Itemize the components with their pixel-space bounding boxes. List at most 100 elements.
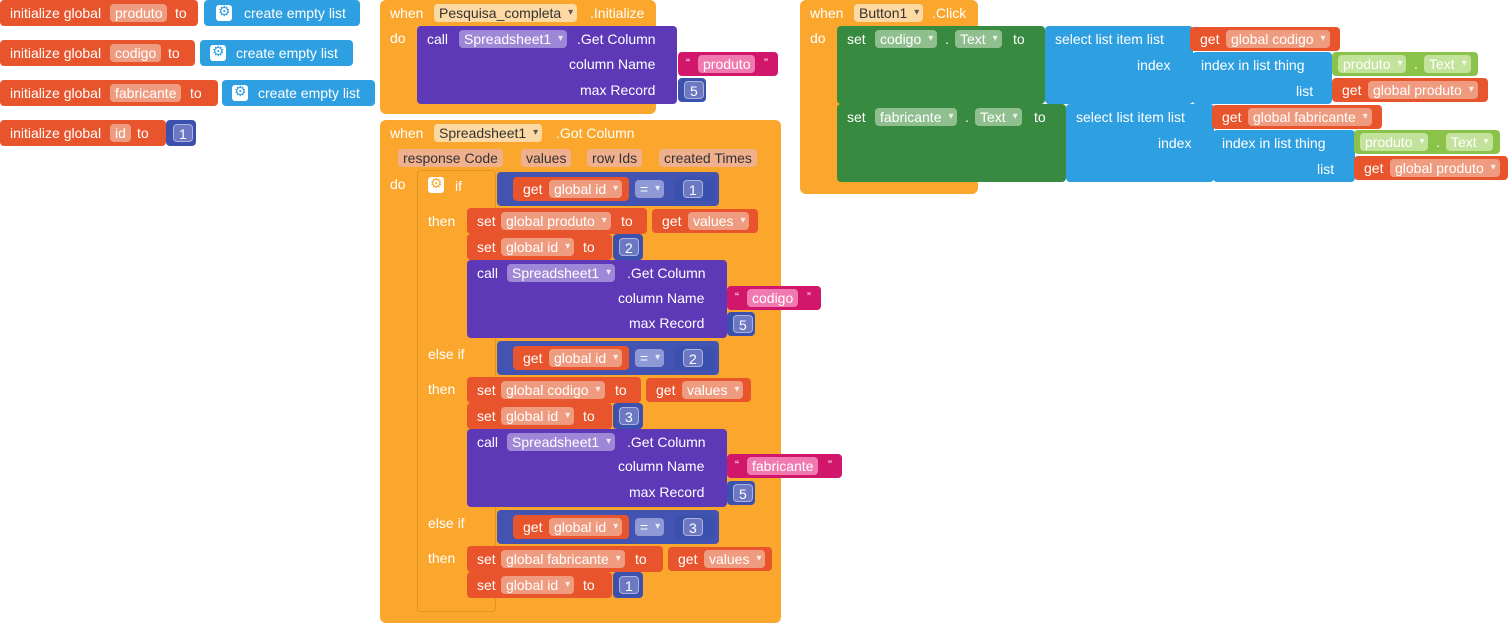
init-global-codigo[interactable]: initialize global codigo to bbox=[0, 40, 195, 66]
number-block[interactable]: 1 bbox=[675, 177, 715, 201]
create-empty-list-3[interactable]: create empty list bbox=[222, 80, 375, 106]
index-in-list-block[interactable]: index in list thing list bbox=[1213, 130, 1355, 182]
text-field[interactable]: fabricante bbox=[747, 457, 819, 475]
compare-block[interactable]: get global id = 1 bbox=[497, 172, 719, 206]
set-global-block[interactable]: set global codigo to bbox=[467, 377, 641, 403]
text-field[interactable]: codigo bbox=[747, 289, 799, 307]
gear-icon[interactable] bbox=[232, 83, 248, 101]
text-block[interactable]: “ codigo ” bbox=[727, 286, 821, 310]
set-global-block[interactable]: set global fabricante to bbox=[467, 546, 663, 572]
call-get-column-1[interactable]: call Spreadsheet1 .Get Column column Nam… bbox=[417, 26, 677, 104]
gear-icon[interactable] bbox=[216, 3, 232, 21]
variable-dropdown[interactable]: values bbox=[704, 550, 766, 568]
param-values[interactable]: values bbox=[521, 149, 572, 167]
get-block[interactable]: get global produto bbox=[1354, 156, 1508, 180]
property-dropdown[interactable]: Text bbox=[975, 108, 1022, 126]
operator-dropdown[interactable]: = bbox=[635, 518, 665, 536]
variable-dropdown[interactable]: global fabricante bbox=[1248, 108, 1372, 126]
operator-dropdown[interactable]: = bbox=[635, 180, 665, 198]
callee-dropdown[interactable]: Spreadsheet1 bbox=[507, 433, 616, 451]
param-row-ids[interactable]: row Ids bbox=[587, 149, 643, 167]
compare-block[interactable]: get global id = 2 bbox=[497, 341, 719, 375]
global-name-field[interactable]: fabricante bbox=[110, 84, 182, 102]
get-block[interactable]: get global id bbox=[513, 177, 629, 201]
text-block[interactable]: “ produto ” bbox=[678, 52, 778, 76]
number-block[interactable]: 2 bbox=[675, 346, 715, 370]
number-field[interactable]: 2 bbox=[619, 238, 639, 256]
variable-dropdown[interactable]: values bbox=[682, 381, 744, 399]
set-component-property[interactable]: set codigo . Text to bbox=[837, 26, 1045, 104]
global-name-field[interactable]: id bbox=[110, 124, 131, 142]
get-block[interactable]: get values bbox=[646, 378, 751, 402]
variable-dropdown[interactable]: global id bbox=[501, 238, 575, 256]
param-response-code[interactable]: response Code bbox=[398, 149, 503, 167]
create-empty-list-2[interactable]: create empty list bbox=[200, 40, 353, 66]
component-getter-block[interactable]: produto . Text bbox=[1332, 52, 1478, 76]
component-dropdown[interactable]: produto bbox=[1338, 55, 1407, 73]
number-block[interactable]: 2 bbox=[613, 234, 643, 260]
property-dropdown[interactable]: Text bbox=[1424, 55, 1471, 73]
number-block[interactable]: 3 bbox=[613, 403, 643, 429]
text-field[interactable]: produto bbox=[698, 55, 756, 73]
component-dropdown[interactable]: Button1 bbox=[854, 4, 924, 22]
set-global-block[interactable]: set global id to bbox=[467, 572, 612, 598]
component-dropdown[interactable]: produto bbox=[1360, 133, 1429, 151]
number-block[interactable]: 5 bbox=[678, 78, 706, 102]
select-list-item-block[interactable]: select list item list index bbox=[1045, 26, 1193, 104]
component-dropdown[interactable]: Spreadsheet1 bbox=[434, 124, 543, 142]
component-getter-block[interactable]: produto . Text bbox=[1354, 130, 1500, 154]
number-field[interactable]: 1 bbox=[619, 576, 639, 594]
number-block[interactable]: 3 bbox=[675, 515, 715, 539]
component-dropdown[interactable]: fabricante bbox=[875, 108, 958, 126]
set-global-block[interactable]: set global id to bbox=[467, 403, 612, 429]
variable-dropdown[interactable]: global id bbox=[501, 407, 575, 425]
call-get-column-3[interactable]: call Spreadsheet1 .Get Column column Nam… bbox=[467, 429, 727, 507]
number-block[interactable]: 1 bbox=[166, 120, 196, 146]
number-field[interactable]: 5 bbox=[684, 81, 704, 99]
select-list-item-block[interactable]: select list item list index bbox=[1066, 104, 1214, 182]
variable-dropdown[interactable]: global id bbox=[549, 349, 623, 367]
call-get-column-2[interactable]: call Spreadsheet1 .Get Column column Nam… bbox=[467, 260, 727, 338]
number-field[interactable]: 3 bbox=[619, 407, 639, 425]
variable-dropdown[interactable]: values bbox=[688, 212, 750, 230]
compare-block[interactable]: get global id = 3 bbox=[497, 510, 719, 544]
get-block[interactable]: get values bbox=[668, 547, 772, 571]
variable-dropdown[interactable]: global codigo bbox=[501, 381, 605, 399]
param-created-times[interactable]: created Times bbox=[659, 149, 757, 167]
variable-dropdown[interactable]: global id bbox=[549, 180, 623, 198]
number-block[interactable]: 5 bbox=[727, 312, 755, 336]
number-field[interactable]: 5 bbox=[733, 315, 753, 333]
variable-dropdown[interactable]: global id bbox=[501, 576, 575, 594]
callee-dropdown[interactable]: Spreadsheet1 bbox=[507, 264, 616, 282]
set-component-property[interactable]: set fabricante . Text to bbox=[837, 104, 1066, 182]
property-dropdown[interactable]: Text bbox=[1446, 133, 1493, 151]
variable-dropdown[interactable]: global produto bbox=[1390, 159, 1500, 177]
number-field[interactable]: 5 bbox=[733, 484, 753, 502]
number-block[interactable]: 5 bbox=[727, 481, 755, 505]
number-field[interactable]: 2 bbox=[683, 349, 703, 367]
init-global-fabricante[interactable]: initialize global fabricante to bbox=[0, 80, 218, 106]
component-dropdown[interactable]: Pesquisa_completa bbox=[434, 4, 578, 22]
variable-dropdown[interactable]: global codigo bbox=[1226, 30, 1330, 48]
get-block[interactable]: get global id bbox=[513, 515, 629, 539]
get-block[interactable]: get global produto bbox=[1332, 78, 1488, 102]
global-name-field[interactable]: codigo bbox=[110, 44, 162, 62]
text-block[interactable]: “ fabricante ” bbox=[727, 454, 842, 478]
variable-dropdown[interactable]: global fabricante bbox=[501, 550, 625, 568]
get-block[interactable]: get values bbox=[652, 209, 758, 233]
create-empty-list-1[interactable]: create empty list bbox=[204, 0, 360, 26]
index-in-list-block[interactable]: index in list thing list bbox=[1192, 52, 1332, 104]
init-global-id[interactable]: initialize global id to bbox=[0, 120, 166, 146]
component-dropdown[interactable]: codigo bbox=[875, 30, 938, 48]
variable-dropdown[interactable]: global produto bbox=[501, 212, 611, 230]
number-field[interactable]: 1 bbox=[683, 180, 703, 198]
variable-dropdown[interactable]: global id bbox=[549, 518, 623, 536]
init-global-produto[interactable]: initialize global produto to bbox=[0, 0, 198, 26]
callee-dropdown[interactable]: Spreadsheet1 bbox=[459, 30, 568, 48]
set-global-block[interactable]: set global produto to bbox=[467, 208, 647, 234]
number-block[interactable]: 1 bbox=[613, 572, 643, 598]
set-global-block[interactable]: set global id to bbox=[467, 234, 612, 260]
number-field[interactable]: 3 bbox=[683, 518, 703, 536]
get-block[interactable]: get global id bbox=[513, 346, 629, 370]
get-block[interactable]: get global codigo bbox=[1190, 27, 1340, 51]
